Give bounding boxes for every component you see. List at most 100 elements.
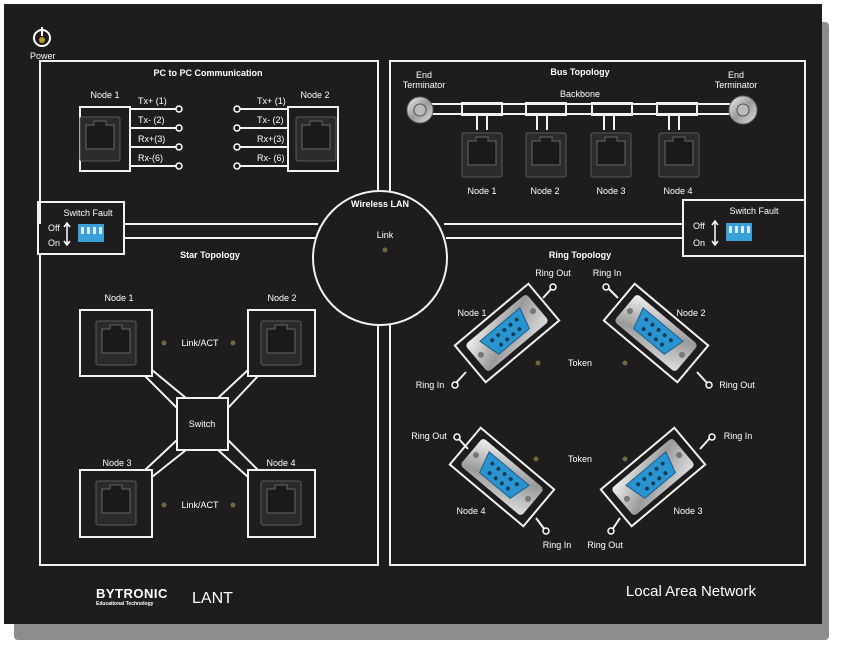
star-node3-port[interactable] xyxy=(95,480,137,526)
terminator-label: Terminator xyxy=(403,80,446,90)
backbone-label: Backbone xyxy=(560,89,600,99)
terminator-label: End xyxy=(416,70,432,80)
ring-socket[interactable] xyxy=(549,283,557,291)
star-node-label: Node 1 xyxy=(104,293,133,303)
token-label: Token xyxy=(568,454,592,464)
star-node-label: Node 2 xyxy=(267,293,296,303)
star-node-label: Node 4 xyxy=(266,458,295,468)
switch-fault-right-title: Switch Fault xyxy=(729,206,779,216)
switch-fault-left-dip-switch[interactable] xyxy=(78,224,104,242)
pc-node2-box xyxy=(287,106,339,172)
link-act-leds xyxy=(161,340,236,508)
ring-in-label: Ring In xyxy=(593,268,622,278)
ring-in-label: Ring In xyxy=(543,540,572,550)
bytronic-tagline: Educational Technology xyxy=(96,601,154,607)
pin-label: Tx- (2) xyxy=(257,115,284,125)
wireless-link-label: Link xyxy=(377,230,394,240)
terminator-label: Terminator xyxy=(715,80,758,90)
pc-node2-rj45-port[interactable] xyxy=(295,116,337,162)
pc-to-pc-title: PC to PC Communication xyxy=(153,68,262,78)
ring-out-label: Ring Out xyxy=(535,268,571,278)
pin-label: Tx+ (1) xyxy=(138,96,167,106)
pc-left-rx-minus-socket[interactable] xyxy=(175,162,183,170)
pc-node1-rj45-port[interactable] xyxy=(79,116,121,162)
bytronic-logo: BYTRONIC xyxy=(96,586,168,601)
power-icon[interactable] xyxy=(33,27,51,47)
ring-node-label: Node 3 xyxy=(673,506,702,516)
ring-in-label: Ring In xyxy=(724,431,753,441)
bus-node2-port[interactable] xyxy=(525,132,567,178)
star-lines xyxy=(79,309,316,538)
backbone-lines xyxy=(430,102,745,130)
pin-label: Rx+(3) xyxy=(138,134,165,144)
power-label: Power xyxy=(30,51,56,61)
ring-in-label: Ring In xyxy=(416,380,445,390)
bus-node-label: Node 3 xyxy=(596,186,625,196)
bus-node1-port[interactable] xyxy=(461,132,503,178)
pin-label: Tx+ (1) xyxy=(257,96,286,106)
bus-node4-port[interactable] xyxy=(658,132,700,178)
ring-out-label: Ring Out xyxy=(587,540,623,550)
ring-socket[interactable] xyxy=(708,433,716,441)
star-node-label: Node 3 xyxy=(102,458,131,468)
ring-node-label: Node 4 xyxy=(456,506,485,516)
link-act-label: Link/ACT xyxy=(181,500,219,510)
bus-topology-title: Bus Topology xyxy=(550,67,609,77)
token-leds xyxy=(533,360,628,462)
section-borders xyxy=(37,60,806,566)
token-label: Token xyxy=(568,358,592,368)
pc-right-tx-plus-socket[interactable] xyxy=(233,105,241,113)
pc-node2-label: Node 2 xyxy=(300,90,329,100)
wireless-link-led xyxy=(382,247,388,253)
terminator-label: End xyxy=(728,70,744,80)
pc-right-rx-minus-socket[interactable] xyxy=(233,162,241,170)
pin-label: Rx- (6) xyxy=(257,153,285,163)
wireless-lan-title: Wireless LAN xyxy=(351,199,409,209)
ring-socket[interactable] xyxy=(542,527,550,535)
pin-label: Rx+(3) xyxy=(257,134,284,144)
ring-socket[interactable] xyxy=(451,381,459,389)
bus-node-label: Node 4 xyxy=(663,186,692,196)
star-node1-port[interactable] xyxy=(95,320,137,366)
off-label: Off xyxy=(693,221,705,231)
ring-node-label: Node 2 xyxy=(676,308,705,318)
switch-fault-right-dip-switch[interactable] xyxy=(726,223,752,241)
star-node2-port[interactable] xyxy=(260,320,302,366)
ring-node-label: Node 1 xyxy=(457,308,486,318)
pc-left-rx-plus-socket[interactable] xyxy=(175,143,183,151)
bus-node3-port[interactable] xyxy=(590,132,632,178)
pin-label: Rx-(6) xyxy=(138,153,163,163)
ring-socket[interactable] xyxy=(705,381,713,389)
switch-label: Switch xyxy=(189,419,216,429)
pc-left-tx-minus-socket[interactable] xyxy=(175,124,183,132)
panel-title: Local Area Network xyxy=(626,583,757,600)
ring-socket[interactable] xyxy=(453,433,461,441)
bus-node-label: Node 2 xyxy=(530,186,559,196)
pc-node1-label: Node 1 xyxy=(90,90,119,100)
ring-out-label: Ring Out xyxy=(411,431,447,441)
on-label: On xyxy=(48,238,60,248)
pc-right-rx-plus-socket[interactable] xyxy=(233,143,241,151)
ring-socket[interactable] xyxy=(602,283,610,291)
on-label: On xyxy=(693,238,705,248)
off-on-arrow-icon xyxy=(711,219,719,247)
pc-right-tx-minus-socket[interactable] xyxy=(233,124,241,132)
ring-socket-leads xyxy=(454,287,711,531)
product-name: LANT xyxy=(192,590,233,607)
switch-fault-left-title: Switch Fault xyxy=(63,208,113,218)
ring-socket[interactable] xyxy=(607,527,615,535)
end-terminator-right[interactable] xyxy=(728,95,758,125)
star-node4-port[interactable] xyxy=(260,480,302,526)
pin-label: Tx- (2) xyxy=(138,115,165,125)
ring-out-label: Ring Out xyxy=(719,380,755,390)
off-label: Off xyxy=(48,223,60,233)
pc-left-tx-plus-socket[interactable] xyxy=(175,105,183,113)
end-terminator-left[interactable] xyxy=(406,96,434,124)
pc-pin-lines xyxy=(130,108,288,167)
bus-node-label: Node 1 xyxy=(467,186,496,196)
off-on-arrow-icon xyxy=(63,221,71,247)
link-act-label: Link/ACT xyxy=(181,338,219,348)
ring-topology-title: Ring Topology xyxy=(549,250,611,260)
star-topology-title: Star Topology xyxy=(180,250,240,260)
